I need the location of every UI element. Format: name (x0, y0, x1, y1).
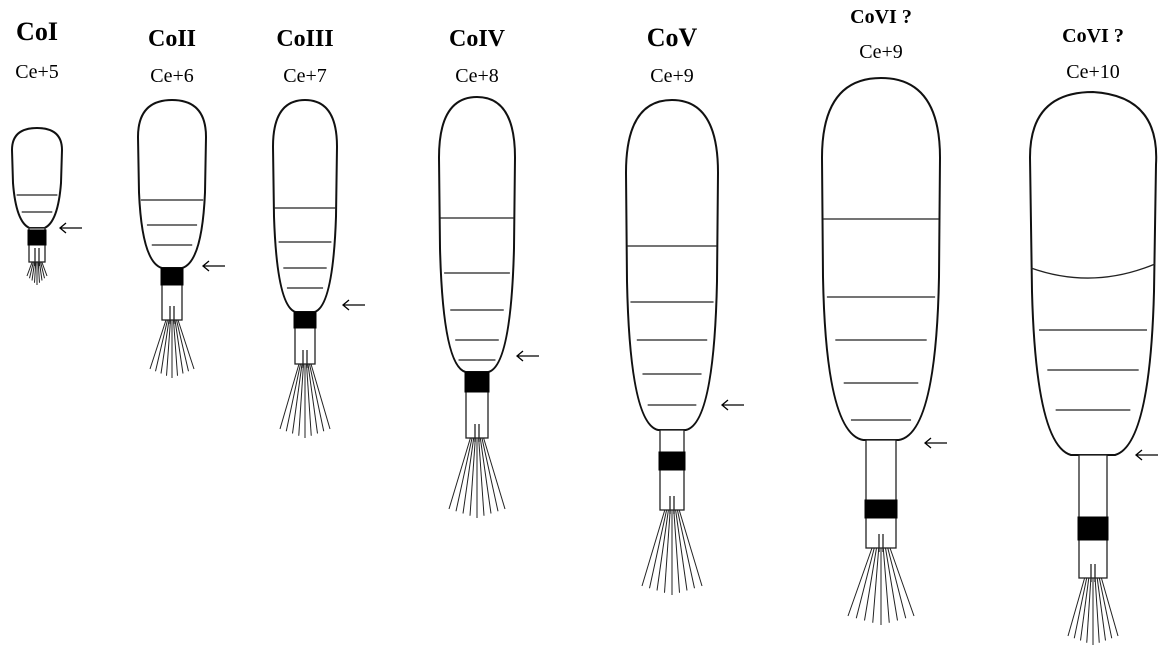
stage-subtitle: Ce+9 (859, 41, 903, 63)
caudal-seta (883, 548, 889, 623)
caudal-seta (865, 548, 877, 621)
caudal-seta (482, 438, 498, 511)
stage-subtitle: Ce+8 (455, 65, 499, 87)
stage-subtitle: Ce+5 (15, 61, 59, 83)
stage-subtitle: Ce+7 (283, 65, 327, 87)
prosome-outline (822, 78, 940, 440)
marked-segment (294, 312, 316, 328)
caudal-seta (657, 510, 668, 591)
caudal-seta (890, 548, 914, 616)
marked-segment (659, 452, 685, 470)
stage-6: CoVI ? Ce+9 (822, 6, 947, 625)
stage-subtitle: Ce+6 (150, 65, 194, 87)
caudal-seta (848, 548, 872, 616)
caudal-seta (480, 438, 491, 514)
stage-3: CoIII Ce+7 (273, 26, 365, 438)
caudal-seta (299, 364, 304, 436)
marked-segment (161, 268, 183, 285)
stage-title: CoV (647, 23, 698, 52)
caudal-seta (642, 510, 665, 586)
stage-subtitle: Ce+9 (650, 65, 694, 87)
marked-segment (865, 500, 897, 518)
prosome-outline (138, 100, 206, 268)
caudal-seta (856, 548, 874, 618)
urosome (866, 440, 896, 548)
stage-title: CoVI ? (850, 6, 912, 28)
stage-title: CoIV (449, 26, 506, 52)
prosome-outline (439, 97, 515, 372)
caudal-seta (650, 510, 667, 588)
caudal-seta (484, 438, 505, 509)
caudal-seta (470, 438, 475, 516)
marked-segment (28, 230, 46, 245)
marked-segment (1078, 517, 1108, 540)
stage-subtitle: Ce+10 (1066, 61, 1120, 83)
caudal-seta (311, 364, 330, 429)
caudal-seta (307, 364, 312, 436)
caudal-seta (161, 320, 169, 374)
stage-2: CoII Ce+6 (138, 26, 225, 378)
caudal-seta (310, 364, 324, 431)
caudal-seta (479, 438, 484, 516)
caudal-seta (308, 364, 318, 434)
caudal-seta (293, 364, 303, 434)
caudal-seta (676, 510, 687, 591)
caudal-seta (456, 438, 472, 511)
caudal-seta (677, 510, 694, 588)
caudal-seta (175, 320, 183, 374)
stage-4: CoIV Ce+8 (439, 26, 539, 518)
caudal-seta (449, 438, 470, 509)
caudal-seta (280, 364, 299, 429)
caudal-seta (674, 510, 680, 593)
prosome-outline (626, 100, 718, 430)
stage-title: CoII (148, 26, 196, 52)
caudal-seta (888, 548, 906, 618)
caudal-seta (463, 438, 474, 514)
marked-segment (465, 372, 489, 392)
stage-5: CoV Ce+9 (626, 23, 744, 595)
caudal-seta (886, 548, 898, 621)
stage-title: CoI (16, 17, 58, 46)
stage-title: CoIII (276, 26, 333, 52)
stage-title: CoVI ? (1062, 25, 1124, 47)
stage-7: CoVI ? Ce+10 (1030, 25, 1158, 645)
caudal-seta (174, 320, 178, 376)
caudal-seta (167, 320, 171, 376)
caudal-seta (679, 510, 702, 586)
stage-1: CoI Ce+5 (12, 17, 82, 285)
prosome-outline (12, 128, 62, 228)
caudal-seta (873, 548, 879, 623)
prosome-outline (273, 100, 337, 312)
caudal-seta (286, 364, 300, 431)
caudal-seta (665, 510, 671, 593)
